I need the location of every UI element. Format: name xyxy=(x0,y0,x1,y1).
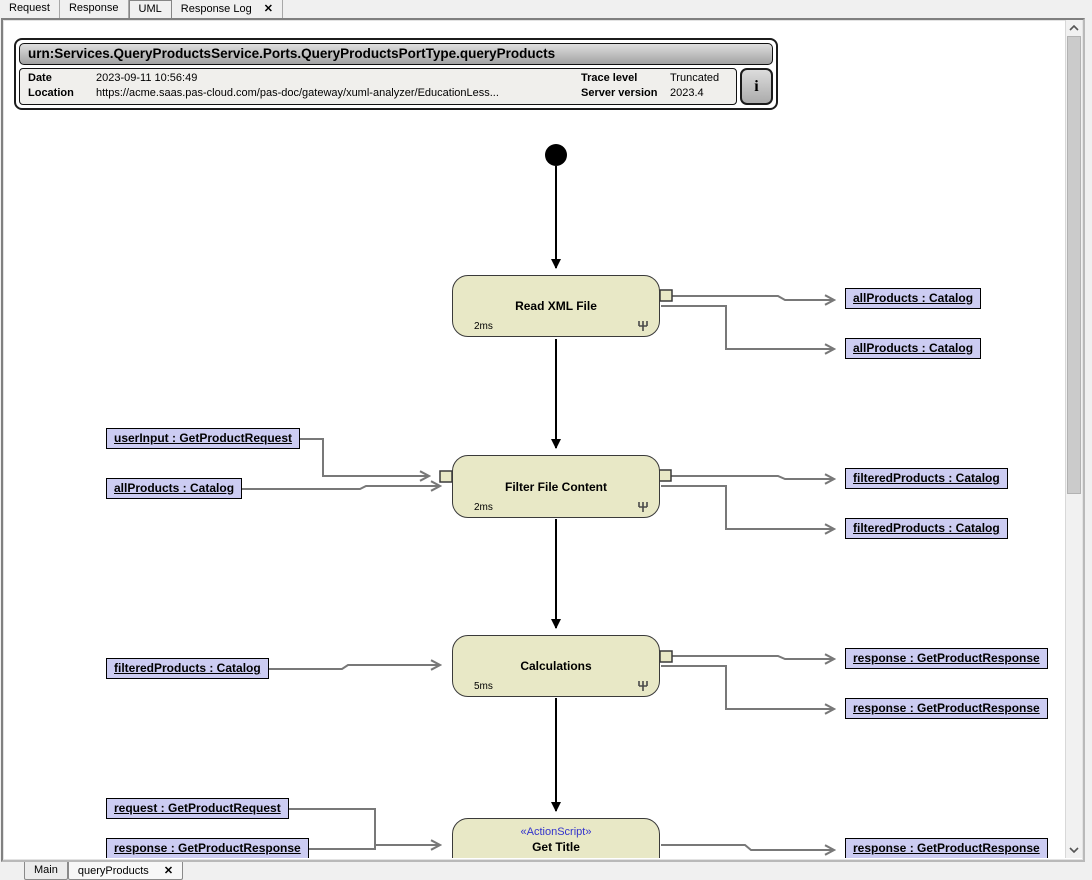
activity-duration: 2ms xyxy=(474,502,493,513)
date-label: Date xyxy=(28,72,52,84)
scroll-up-icon[interactable] xyxy=(1066,20,1082,36)
output-pin xyxy=(658,469,672,482)
location-value: https://acme.saas.pas-cloud.com/pas-doc/… xyxy=(96,87,499,99)
object-node[interactable]: userInput : GetProductRequest xyxy=(106,428,301,449)
activity-name: Read XML File xyxy=(515,299,597,313)
tab-main[interactable]: Main xyxy=(24,862,68,880)
close-icon[interactable]: ✕ xyxy=(263,3,273,15)
subactivity-rake-icon xyxy=(638,502,648,512)
trace-info-row: Date 2023-09-11 10:56:49 Location https:… xyxy=(19,68,773,105)
output-pin xyxy=(659,650,673,663)
uml-activity-diagram: Read XML File 2ms Filter File Content 2m… xyxy=(3,20,1065,858)
trace-level-label: Trace level xyxy=(581,72,638,84)
tab-queryproducts-label: queryProducts xyxy=(77,865,149,877)
object-node[interactable]: filteredProducts : Catalog xyxy=(845,518,1008,539)
activity-stereotype: «ActionScript» xyxy=(520,826,592,838)
activity-duration: 2ms xyxy=(474,321,493,332)
object-node[interactable]: request : GetProductRequest xyxy=(106,798,289,819)
tab-response-log-label: Response Log xyxy=(180,3,252,15)
object-node[interactable]: allProducts : Catalog xyxy=(106,478,243,499)
tab-response[interactable]: Response xyxy=(60,0,129,18)
initial-node xyxy=(545,144,567,166)
diagram-connectors xyxy=(232,144,1065,858)
input-pin xyxy=(439,470,453,483)
object-node[interactable]: allProducts : Catalog xyxy=(845,288,982,309)
date-value: 2023-09-11 10:56:49 xyxy=(96,72,198,84)
activity-name: Calculations xyxy=(520,659,592,673)
subactivity-rake-icon xyxy=(638,321,648,331)
activity-name: Filter File Content xyxy=(505,479,607,494)
top-tab-bar: Request Response UML Response Log ✕ xyxy=(0,0,1092,18)
trace-level-value: Truncated xyxy=(670,72,720,84)
output-pin xyxy=(659,289,673,302)
close-icon[interactable]: ✕ xyxy=(163,865,174,877)
object-node[interactable]: response : GetProductResponse xyxy=(845,838,1048,858)
tab-uml[interactable]: UML xyxy=(128,0,172,18)
server-version-label: Server version xyxy=(581,87,658,99)
object-node[interactable]: filteredProducts : Catalog xyxy=(845,468,1008,489)
server-version-value: 2023.4 xyxy=(670,87,704,99)
info-button[interactable]: i xyxy=(740,68,773,105)
location-label: Location xyxy=(28,87,74,99)
trace-info-panel: Date 2023-09-11 10:56:49 Location https:… xyxy=(19,68,737,105)
subactivity-rake-icon xyxy=(638,681,648,691)
activity-filter-file-content[interactable]: Filter File Content 2ms xyxy=(452,455,660,518)
operation-header: urn:Services.QueryProductsService.Ports.… xyxy=(14,38,778,110)
object-node[interactable]: filteredProducts : Catalog xyxy=(106,658,269,679)
activity-read-xml-file[interactable]: Read XML File 2ms xyxy=(452,275,660,337)
object-node[interactable]: response : GetProductResponse xyxy=(106,838,309,858)
activity-name: Get Title xyxy=(532,840,580,854)
object-node[interactable]: allProducts : Catalog xyxy=(845,338,982,359)
bottom-tab-bar: Main queryProducts ✕ xyxy=(0,862,1092,880)
object-node[interactable]: response : GetProductResponse xyxy=(845,698,1048,719)
scrollbar-thumb[interactable] xyxy=(1067,36,1081,494)
tab-queryproducts[interactable]: queryProducts ✕ xyxy=(67,862,184,880)
scroll-down-icon[interactable] xyxy=(1066,842,1082,858)
operation-title: urn:Services.QueryProductsService.Ports.… xyxy=(19,43,773,65)
activity-calculations[interactable]: Calculations 5ms xyxy=(452,635,660,697)
vertical-scrollbar[interactable] xyxy=(1065,20,1082,858)
object-node[interactable]: response : GetProductResponse xyxy=(845,648,1048,669)
tab-request[interactable]: Request xyxy=(0,0,60,18)
activity-duration: 5ms xyxy=(474,681,493,692)
tab-response-log[interactable]: Response Log ✕ xyxy=(172,0,283,18)
activity-get-title[interactable]: «ActionScript» Get Title xyxy=(452,818,660,858)
